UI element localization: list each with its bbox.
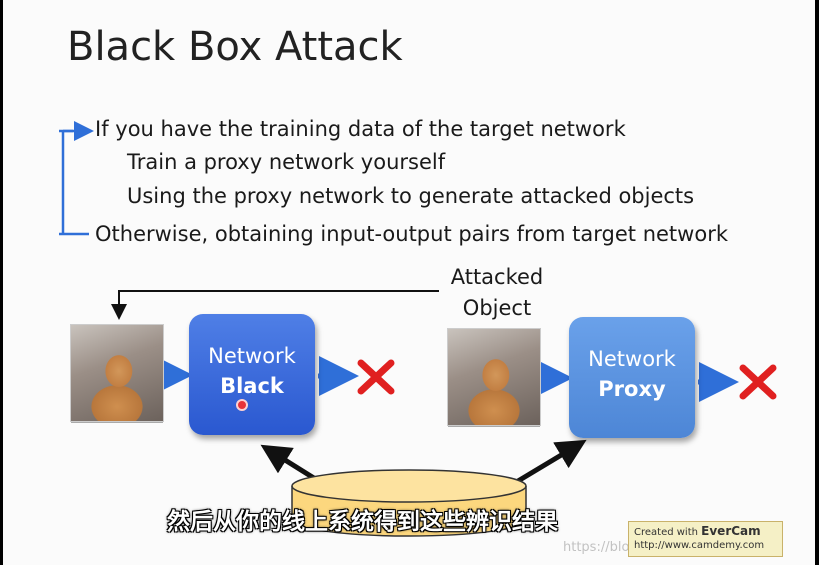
cat-image-proxy <box>447 328 541 427</box>
cat-image-black <box>70 324 164 423</box>
database-cylinder <box>291 469 527 537</box>
red-x-icon-proxy <box>739 364 777 400</box>
evercam-badge: Created with EverCam http://www.camdemy.… <box>628 521 783 557</box>
cursor-indicator <box>236 399 248 411</box>
bracket-connector <box>59 129 89 236</box>
network-proxy-line1: Network <box>588 347 676 371</box>
slide: Black Box Attack If you have the trainin… <box>3 0 815 565</box>
network-proxy-box: Network Proxy <box>569 317 695 438</box>
network-black-line2: Black <box>220 374 284 398</box>
bullet-training-data: If you have the training data of the tar… <box>95 117 626 141</box>
bullet-use-proxy: Using the proxy network to generate atta… <box>127 184 695 208</box>
bullet-otherwise: Otherwise, obtaining input-output pairs … <box>95 222 728 246</box>
network-proxy-line2: Proxy <box>598 377 666 401</box>
red-x-icon-black <box>357 359 395 395</box>
attacked-object-label: Attacked Object <box>450 265 544 320</box>
network-black-line1: Network <box>208 344 296 368</box>
slide-title: Black Box Attack <box>67 24 403 70</box>
network-black-box: Network Black <box>189 314 315 435</box>
bullet-train-proxy: Train a proxy network yourself <box>127 150 446 174</box>
video-subtitle: 然后从你的线上系统得到这些辨识结果 <box>167 509 558 535</box>
